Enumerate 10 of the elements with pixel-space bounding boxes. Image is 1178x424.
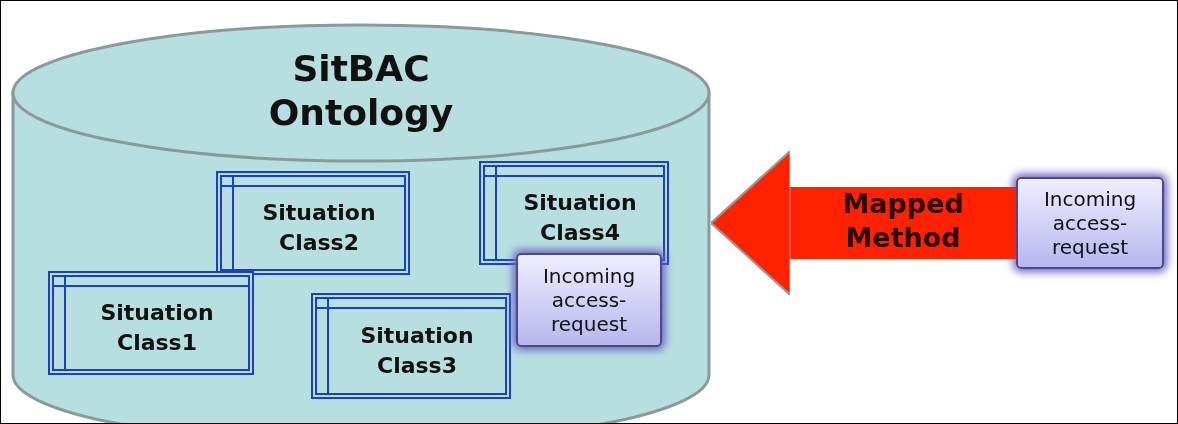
edge-label: Mapped Method	[841, 187, 965, 255]
class-box: Situation Class1	[48, 271, 254, 375]
block-arrow	[709, 149, 1016, 297]
class-box: Situation Class4	[479, 161, 669, 265]
class-box: Situation Class2	[216, 171, 410, 275]
class-box: Situation Class3	[311, 293, 511, 399]
request-box: Incoming access-request	[1016, 177, 1164, 269]
request-box: Incoming access-request	[516, 253, 662, 347]
cylinder-title: SitBAC Ontology	[267, 47, 455, 135]
database-cylinder	[11, 23, 711, 423]
